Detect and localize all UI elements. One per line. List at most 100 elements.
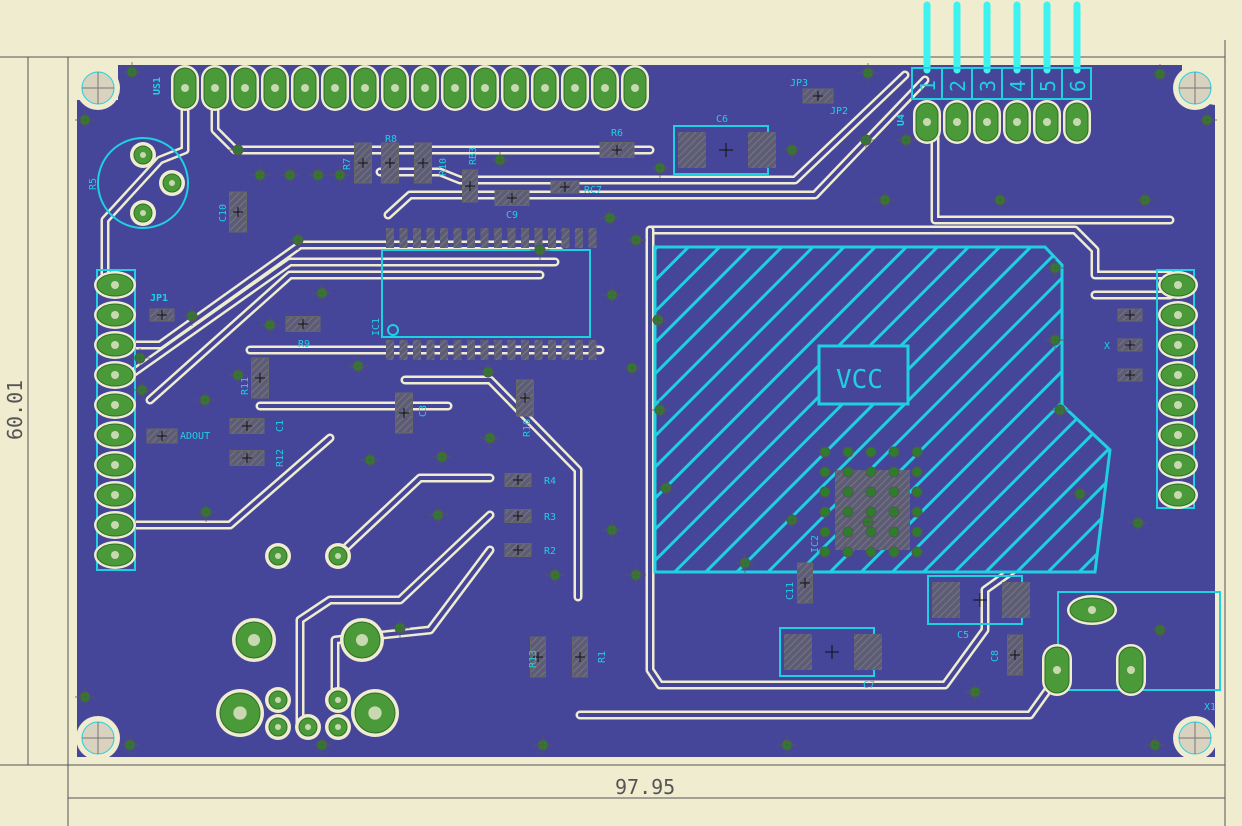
right-header-pad[interactable] xyxy=(1158,391,1198,419)
u4-pad[interactable] xyxy=(1063,100,1091,144)
u4-pad[interactable] xyxy=(1033,100,1061,144)
x-pad-smd[interactable] xyxy=(1117,338,1143,352)
us1-pad[interactable] xyxy=(291,65,319,111)
left-header-pad[interactable] xyxy=(94,541,136,569)
through-hole-pad[interactable] xyxy=(130,142,156,168)
through-hole-pad[interactable] xyxy=(265,543,291,569)
via xyxy=(911,506,923,518)
left-header-pad[interactable] xyxy=(94,331,136,359)
via xyxy=(842,486,854,498)
us1-pad[interactable] xyxy=(201,65,229,111)
jp3-smd[interactable] xyxy=(802,88,834,104)
through-hole-pad[interactable] xyxy=(130,200,156,226)
rc7-smd[interactable] xyxy=(550,180,580,194)
c6-capacitor[interactable] xyxy=(673,125,776,175)
c10-smd[interactable] xyxy=(229,191,247,233)
c9-smd[interactable] xyxy=(494,190,530,206)
via xyxy=(330,165,350,185)
us1-pad[interactable] xyxy=(561,65,589,111)
r16-smd[interactable] xyxy=(516,379,534,417)
us1-pad[interactable] xyxy=(171,65,199,111)
r7-smd[interactable] xyxy=(354,142,372,184)
right-header-pad[interactable] xyxy=(1158,331,1198,359)
via xyxy=(865,446,877,458)
right-header-pad[interactable] xyxy=(1158,421,1198,449)
right-header-pad[interactable] xyxy=(1158,271,1198,299)
label-c5: C5 xyxy=(957,630,969,641)
us1-pad[interactable] xyxy=(441,65,469,111)
c5-capacitor[interactable] xyxy=(927,575,1030,625)
x1-pad[interactable] xyxy=(1067,595,1117,625)
r2-smd[interactable] xyxy=(504,543,532,557)
through-hole-pad[interactable] xyxy=(325,687,351,713)
r4-smd[interactable] xyxy=(504,473,532,487)
r8-smd[interactable] xyxy=(381,142,399,184)
us1-pad[interactable] xyxy=(231,65,259,111)
via xyxy=(260,315,280,335)
r3-smd[interactable] xyxy=(504,509,532,523)
us1-pad[interactable] xyxy=(351,65,379,111)
through-hole-pad[interactable] xyxy=(232,618,276,662)
jp1-smd[interactable] xyxy=(149,308,175,322)
left-header-pad[interactable] xyxy=(94,361,136,389)
right-header-pad[interactable] xyxy=(1158,301,1198,329)
via xyxy=(1045,258,1065,278)
left-header-pad[interactable] xyxy=(94,391,136,419)
r12-smd[interactable] xyxy=(229,450,265,466)
u4-pad[interactable] xyxy=(1003,100,1031,144)
left-header-pad[interactable] xyxy=(94,481,136,509)
left-header-pad[interactable] xyxy=(94,511,136,539)
c11-smd[interactable] xyxy=(797,562,813,604)
r6-smd[interactable] xyxy=(599,142,635,158)
us1-pad[interactable] xyxy=(591,65,619,111)
u4-pad[interactable] xyxy=(973,100,1001,144)
through-hole-pad[interactable] xyxy=(159,170,185,196)
x-pad-smd[interactable] xyxy=(1117,308,1143,322)
adout-smd[interactable] xyxy=(146,428,178,444)
left-header-pad[interactable] xyxy=(94,271,136,299)
r9-smd[interactable] xyxy=(285,316,321,332)
vcc-copper-zone[interactable] xyxy=(653,245,1112,574)
u4-pad[interactable] xyxy=(943,100,971,144)
through-hole-pad[interactable] xyxy=(325,543,351,569)
c8-smd[interactable] xyxy=(1007,634,1023,676)
us1-pad[interactable] xyxy=(321,65,349,111)
r1-smd[interactable] xyxy=(572,636,588,678)
rb3-smd[interactable] xyxy=(462,169,478,203)
via xyxy=(348,356,368,376)
left-header-pad[interactable] xyxy=(94,421,136,449)
us1-pad[interactable] xyxy=(411,65,439,111)
c3-smd[interactable] xyxy=(395,392,413,434)
r13-smd[interactable] xyxy=(530,636,546,678)
through-hole-pad[interactable] xyxy=(265,714,291,740)
us1-pad[interactable] xyxy=(501,65,529,111)
r10-smd[interactable] xyxy=(414,142,432,184)
right-header-pad[interactable] xyxy=(1158,361,1198,389)
through-hole-pad[interactable] xyxy=(265,687,291,713)
us1-pad[interactable] xyxy=(531,65,559,111)
through-hole-pad[interactable] xyxy=(295,714,321,740)
c1-smd[interactable] xyxy=(229,418,265,434)
us1-pad[interactable] xyxy=(621,65,649,111)
us1-pad[interactable] xyxy=(471,65,499,111)
us1-pad[interactable] xyxy=(261,65,289,111)
x1-pad[interactable] xyxy=(1042,644,1072,696)
left-header-pad[interactable] xyxy=(94,451,136,479)
label-r5: R5 xyxy=(88,178,99,190)
through-hole-pad[interactable] xyxy=(340,618,384,662)
c7-capacitor[interactable] xyxy=(779,627,882,677)
u4-pad[interactable] xyxy=(913,100,941,144)
x1-pad[interactable] xyxy=(1116,644,1146,696)
x-pad-smd[interactable] xyxy=(1117,368,1143,382)
through-hole-pad[interactable] xyxy=(325,714,351,740)
left-header-pad[interactable] xyxy=(94,301,136,329)
through-hole-pad[interactable] xyxy=(351,689,399,737)
through-hole-pad[interactable] xyxy=(216,689,264,737)
right-header-pad[interactable] xyxy=(1158,451,1198,479)
us1-pad[interactable] xyxy=(381,65,409,111)
right-header-pad[interactable] xyxy=(1158,481,1198,509)
ic1-pin xyxy=(453,340,462,360)
r11-smd[interactable] xyxy=(251,357,269,399)
